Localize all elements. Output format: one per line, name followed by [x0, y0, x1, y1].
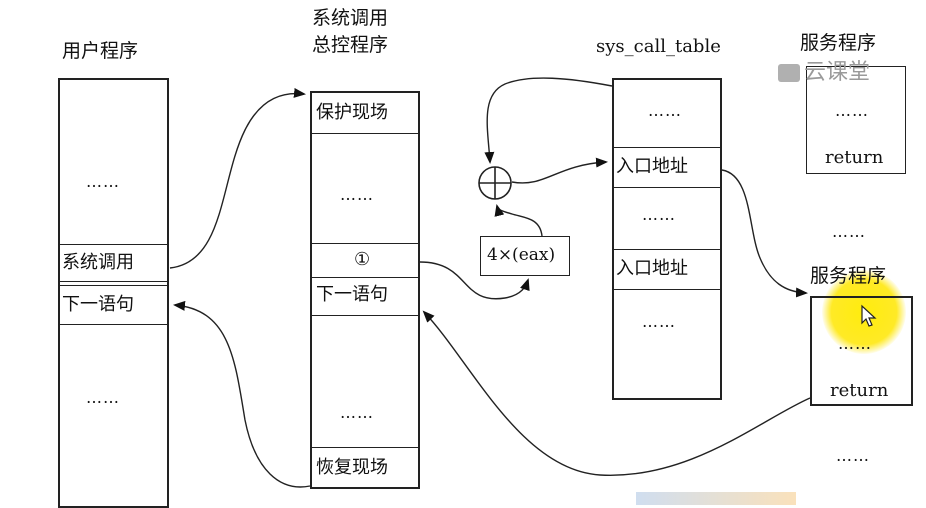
syscall-table: …… 入口地址 …… 入口地址 ……: [612, 78, 722, 400]
restore-context-cell: 恢复现场: [312, 447, 418, 489]
syscall-table-title: sys_call_table: [596, 36, 721, 57]
service-main-title: 服务程序: [810, 265, 887, 287]
arrow-restore-to-user: [173, 300, 311, 488]
mouse-cursor-icon: [861, 304, 877, 327]
arrow-table-base-to-adder: [484, 77, 613, 164]
arrow-return-to-dispatcher: [422, 310, 811, 476]
table-entry-2-cell: 入口地址: [614, 250, 720, 290]
marker-cell: ①: [312, 243, 418, 278]
index-expression: 4×(eax): [487, 245, 556, 265]
user-program-stack: …… 系统调用 下一语句 ……: [58, 78, 169, 508]
restore-context-label: 恢复现场: [316, 457, 388, 478]
service-mid-dots: ……: [832, 222, 866, 241]
dispatcher-title-line2: 总控程序: [312, 34, 389, 56]
table-entry-1-cell: 入口地址: [614, 148, 720, 188]
service-top-title: 服务程序: [800, 32, 877, 54]
user-dots-top: ……: [86, 172, 120, 191]
watermark: 云课堂: [778, 54, 870, 86]
dispatcher-next-stmt-label: 下一语句: [316, 284, 388, 305]
user-dots-bottom: ……: [86, 388, 120, 407]
watermark-text: 云课堂: [804, 60, 871, 85]
service-main-dots: ……: [838, 334, 872, 353]
user-program-title: 用户程序: [62, 40, 139, 62]
index-expression-box: 4×(eax): [480, 236, 570, 276]
table-dots-3: ……: [642, 312, 676, 331]
bottom-watermark: [636, 492, 796, 505]
arrow-marker-to-index: [419, 261, 530, 300]
dispatcher-stack: 保护现场 …… ① 下一语句 …… 恢复现场: [310, 91, 420, 489]
save-context-cell: 保护现场: [312, 93, 418, 134]
service-top-box: …… return: [806, 66, 906, 174]
arrow-entry-to-service: [721, 169, 808, 298]
arrow-index-to-adder: [494, 204, 543, 237]
table-dots-2: ……: [642, 205, 676, 224]
table-dots-1: ……: [648, 101, 682, 120]
service-top-dots: ……: [835, 101, 869, 120]
return-marker: ①: [354, 249, 371, 270]
watermark-logo-icon: [778, 64, 800, 82]
user-next-stmt-cell: 下一语句: [60, 285, 167, 325]
table-entry-2: 入口地址: [616, 258, 688, 279]
service-main-return: return: [830, 380, 889, 401]
service-bottom-dots: ……: [836, 446, 870, 465]
dispatcher-dots-2: ……: [340, 403, 374, 422]
dispatcher-next-stmt-cell: 下一语句: [312, 278, 418, 316]
adder-icon: [478, 166, 512, 200]
service-top-return: return: [825, 147, 884, 168]
dispatcher-dots-1: ……: [340, 185, 374, 204]
arrow-adder-to-entry: [511, 157, 608, 184]
service-main-box: …… return: [810, 296, 913, 406]
user-syscall-cell: 系统调用: [60, 244, 167, 282]
table-dots-2-cell: ……: [614, 188, 720, 250]
user-syscall-label: 系统调用: [62, 252, 134, 273]
arrow-syscall-to-dispatcher: [169, 87, 306, 269]
table-entry-1: 入口地址: [616, 156, 688, 177]
table-dots-1-cell: ……: [614, 80, 720, 148]
user-next-stmt-label: 下一语句: [62, 294, 134, 315]
save-context-label: 保护现场: [316, 102, 388, 123]
dispatcher-title-line1: 系统调用: [312, 7, 389, 29]
